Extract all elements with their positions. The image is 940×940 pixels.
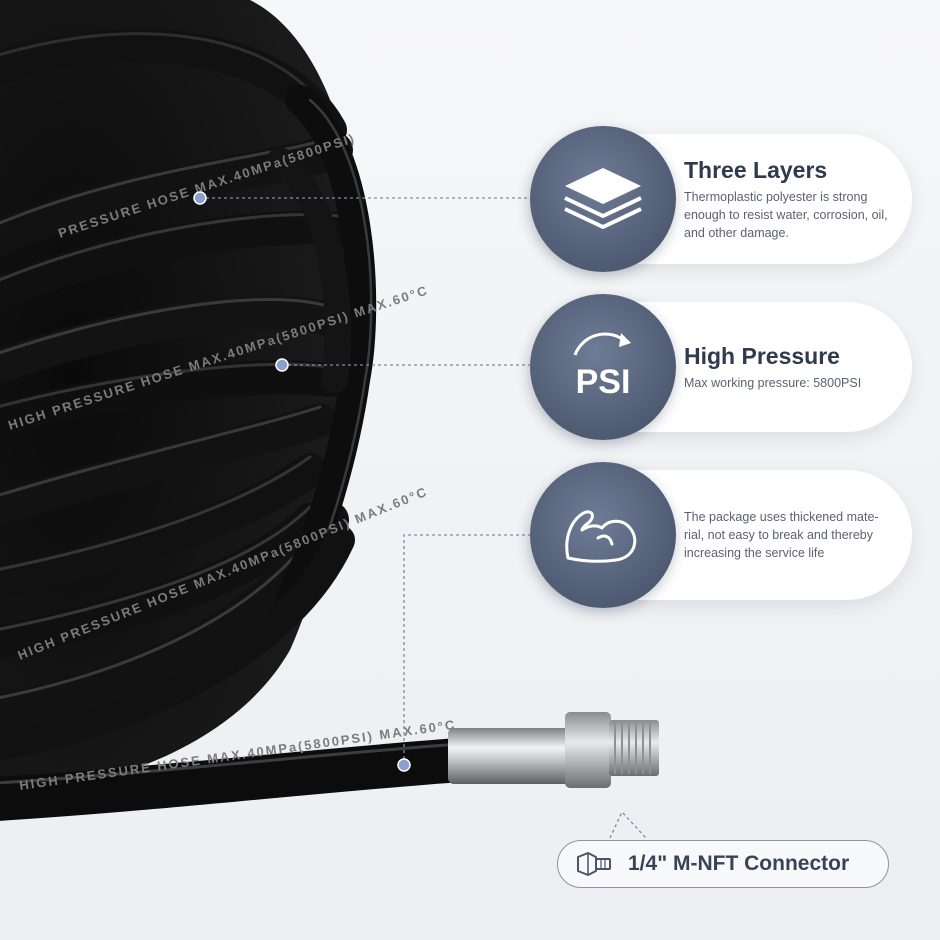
feature-badge bbox=[530, 126, 676, 272]
feature-card-durability: The package uses thickened mate-rial, no… bbox=[530, 462, 912, 608]
psi-icon-text: PSI bbox=[576, 363, 631, 401]
feature-badge: PSI bbox=[530, 294, 676, 440]
feature-title: High Pressure bbox=[684, 342, 840, 369]
connector-label-pill: 1/4" M-NFT Connector bbox=[557, 840, 889, 888]
connector-label: 1/4" M-NFT Connector bbox=[628, 852, 850, 875]
strong-arm-icon bbox=[565, 510, 637, 563]
feature-description: Max working pressure: 5800PSI bbox=[684, 375, 862, 390]
feature-card-three-layers: Three Layers Thermoplastic polyester is … bbox=[530, 126, 912, 272]
callout-dots bbox=[193, 191, 411, 772]
hex-fitting-icon bbox=[577, 852, 611, 876]
callout-lines bbox=[200, 197, 647, 839]
hose-fitting bbox=[448, 712, 659, 788]
feature-description: The package uses thickened mate-rial, no… bbox=[684, 510, 879, 560]
feature-card-high-pressure: PSI High Pressure Max working pressure: … bbox=[530, 294, 912, 440]
feature-title: Three Layers bbox=[684, 156, 828, 183]
hose-coil: HIGH PRESSURE HOSE MAX.40MPa(5800PSI) MA… bbox=[0, 0, 482, 821]
feature-badge bbox=[530, 462, 676, 608]
layers-icon bbox=[564, 168, 642, 229]
psi-icon: PSI bbox=[573, 332, 631, 401]
feature-description: Thermoplastic polyester is strong enough… bbox=[684, 189, 888, 240]
